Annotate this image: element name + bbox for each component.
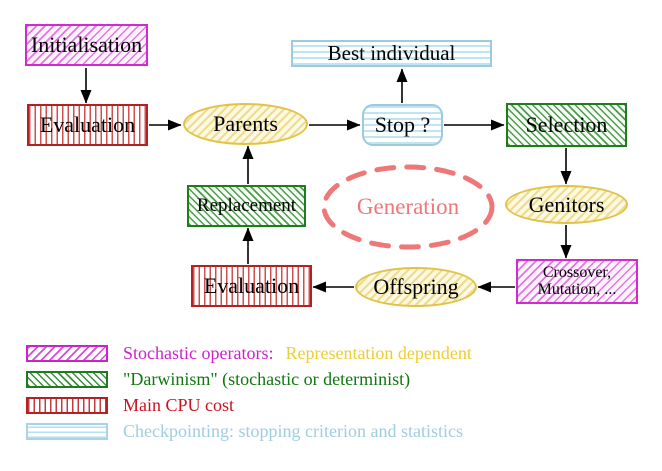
- node-evaluation-top-label: Evaluation: [39, 112, 136, 138]
- node-evaluation-top: Evaluation: [27, 104, 148, 146]
- node-crossover-mutation-label: Crossover, Mutation, ...: [537, 263, 617, 298]
- node-genitors-label: Genitors: [528, 191, 605, 217]
- legend-label-main-cpu-cost: Main CPU cost: [123, 394, 235, 415]
- legend-label-darwinism: "Darwinism" (stochastic or determinist): [123, 368, 411, 389]
- node-evaluation-bottom: Evaluation: [191, 265, 312, 307]
- node-stop-label: Stop ?: [374, 112, 431, 138]
- node-stop: Stop ?: [362, 104, 443, 146]
- node-replacement-label: Replacement: [196, 195, 297, 217]
- node-best-individual-label: Best individual: [327, 41, 456, 66]
- generation-text: Generation: [356, 194, 460, 220]
- node-initialisation-label: Initialisation: [30, 32, 143, 58]
- node-crossover-mutation: Crossover, Mutation, ...: [516, 259, 638, 304]
- legend-label-checkpointing: Checkpointing: stopping criterion and st…: [123, 420, 463, 441]
- node-evaluation-bottom-label: Evaluation: [203, 273, 300, 299]
- node-offspring-label: Offspring: [373, 274, 459, 300]
- node-generation-label: Generation: [323, 167, 493, 248]
- node-parents-label: Parents: [213, 111, 278, 137]
- legend-swatch-cyan-stripes: [26, 422, 108, 440]
- node-initialisation: Initialisation: [25, 24, 148, 66]
- node-offspring: Offspring: [355, 267, 477, 307]
- node-selection-label: Selection: [525, 112, 608, 138]
- node-parents: Parents: [183, 103, 308, 145]
- legend-swatch-red-stripes: [26, 396, 108, 414]
- legend-row-darwinism: "Darwinism" (stochastic or determinist): [26, 368, 411, 389]
- legend-row-stochastic-operators: Stochastic operators: Representation dep…: [26, 342, 472, 363]
- node-selection: Selection: [506, 103, 627, 147]
- legend-row-main-cpu-cost: Main CPU cost: [26, 394, 235, 415]
- node-replacement: Replacement: [187, 185, 306, 227]
- legend-swatch-green-hatch: [26, 370, 108, 388]
- legend-swatch-magenta-hatch: [26, 344, 108, 362]
- legend-row-checkpointing: Checkpointing: stopping criterion and st…: [26, 420, 463, 441]
- legend-label-representation-dependent: Representation dependent: [285, 342, 472, 363]
- node-genitors: Genitors: [505, 185, 628, 224]
- node-best-individual: Best individual: [291, 40, 492, 67]
- legend-label-stochastic-operators: Stochastic operators:: [123, 342, 274, 363]
